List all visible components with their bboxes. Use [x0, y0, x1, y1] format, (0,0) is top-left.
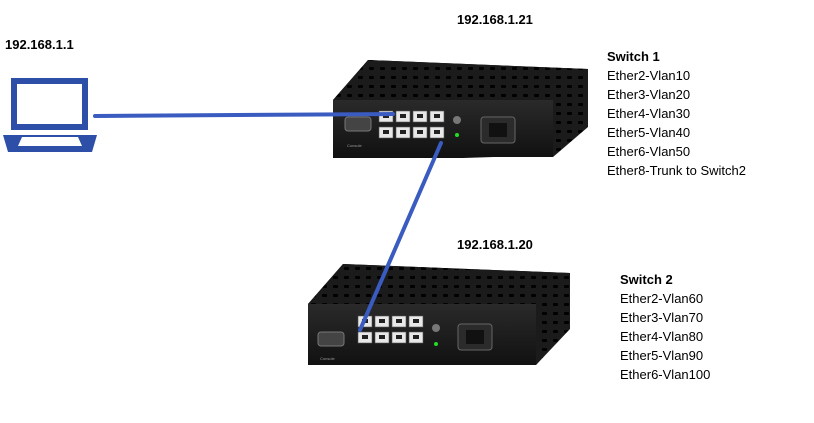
switch1-ip-label: 192.168.1.21: [457, 12, 533, 27]
switch2-device: Console: [308, 264, 570, 365]
link-switch1-switch2: [358, 141, 443, 332]
laptop-ip-label: 192.168.1.1: [5, 37, 74, 52]
switch2-port: Ether4-Vlan80: [620, 329, 704, 344]
switch2-info: Switch 2 Ether2-Vlan60 Ether3-Vlan70 Eth…: [620, 270, 710, 384]
switch1-port-list: Ether2-Vlan10 Ether3-Vlan20 Ether4-Vlan3…: [607, 66, 746, 180]
svg-text:Console: Console: [347, 143, 362, 148]
switch1-title: Switch 1: [607, 49, 660, 64]
laptop-icon: [3, 78, 97, 152]
switch2-port: Ether6-Vlan100: [620, 367, 711, 382]
switch1-info: Switch 1 Ether2-Vlan10 Ether3-Vlan20 Eth…: [607, 47, 746, 180]
switch1-port: Ether8-Trunk to Switch2: [607, 163, 746, 178]
switch1-port: Ether4-Vlan30: [607, 106, 691, 121]
switch1-device: Console: [333, 60, 588, 158]
switch1-port: Ether3-Vlan20: [607, 87, 691, 102]
link-laptop-switch1: [93, 112, 395, 118]
switch2-port: Ether2-Vlan60: [620, 291, 704, 306]
switch2-ip-label: 192.168.1.20: [457, 237, 533, 252]
switch1-port: Ether2-Vlan10: [607, 68, 691, 83]
switch2-port-list: Ether2-Vlan60 Ether3-Vlan70 Ether4-Vlan8…: [620, 289, 710, 384]
switch1-port: Ether6-Vlan50: [607, 144, 691, 159]
svg-text:Console: Console: [320, 356, 335, 361]
switch2-port: Ether5-Vlan90: [620, 348, 704, 363]
switch2-port: Ether3-Vlan70: [620, 310, 704, 325]
switch2-title: Switch 2: [620, 272, 673, 287]
switch1-port: Ether5-Vlan40: [607, 125, 691, 140]
